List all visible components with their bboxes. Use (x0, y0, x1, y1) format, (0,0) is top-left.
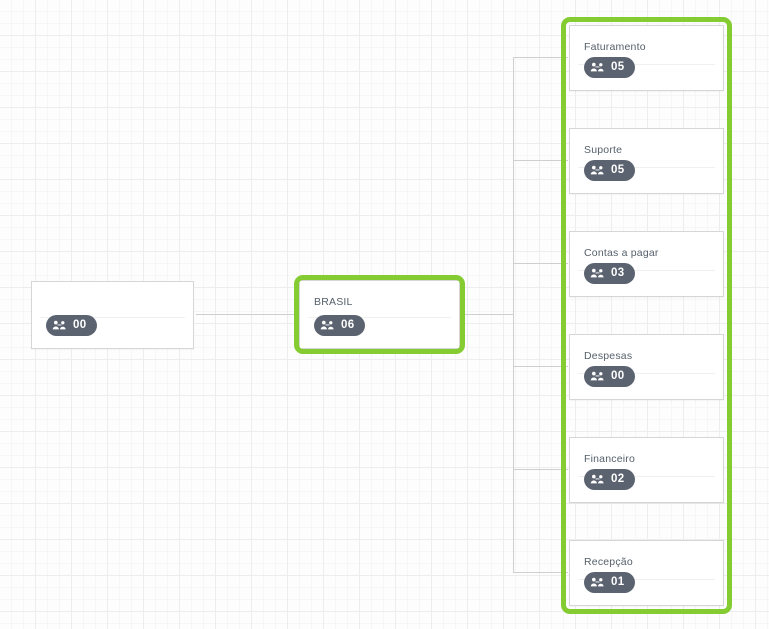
connector-branch-suporte (513, 160, 568, 161)
node-root-member-badge[interactable]: 00 (46, 315, 97, 336)
node-department-despesas[interactable]: Despesas 00 (569, 334, 724, 400)
node-department-title: Despesas (584, 350, 633, 362)
node-department-recepcao[interactable]: Recepção 01 (569, 540, 724, 606)
node-department-title: Faturamento (584, 41, 646, 53)
users-group-icon (590, 268, 604, 278)
node-department-title: Suporte (584, 144, 623, 156)
users-group-icon (590, 165, 604, 175)
node-department-faturamento[interactable]: Faturamento 05 (569, 25, 724, 91)
node-department-separator (578, 579, 715, 580)
node-department-member-badge[interactable]: 05 (584, 57, 635, 78)
node-department-title: Contas a pagar (584, 247, 659, 259)
node-department-member-badge[interactable]: 03 (584, 263, 635, 284)
node-department-separator (578, 476, 715, 477)
users-group-icon (320, 320, 334, 330)
node-country-member-badge[interactable]: 06 (314, 315, 365, 336)
node-department-member-count: 02 (611, 472, 625, 485)
users-group-icon (590, 62, 604, 72)
node-department-contas-a-pagar[interactable]: Contas a pagar 03 (569, 231, 724, 297)
users-group-icon (590, 474, 604, 484)
node-root-separator (40, 317, 185, 318)
connector-branch-contas-a-pagar (513, 263, 568, 264)
node-department-member-count: 05 (611, 60, 625, 73)
connector-root-to-country (196, 314, 294, 315)
users-group-icon (590, 577, 604, 587)
users-group-icon (52, 320, 66, 330)
node-department-member-badge[interactable]: 00 (584, 366, 635, 387)
connector-branch-despesas (513, 366, 568, 367)
node-department-member-badge[interactable]: 01 (584, 572, 635, 593)
node-department-suporte[interactable]: Suporte 05 (569, 128, 724, 194)
node-country-member-count: 06 (341, 318, 355, 331)
node-department-member-count: 01 (611, 575, 625, 588)
node-department-title: Recepção (584, 556, 633, 568)
node-department-separator (578, 167, 715, 168)
connector-branch-financeiro (513, 469, 568, 470)
node-department-separator (578, 373, 715, 374)
node-country-separator (308, 317, 451, 318)
node-department-separator (578, 270, 715, 271)
node-country-brasil[interactable]: BRASIL 06 (299, 280, 460, 349)
node-root-member-count: 00 (73, 318, 87, 331)
node-department-member-badge[interactable]: 05 (584, 160, 635, 181)
node-department-financeiro[interactable]: Financeiro 02 (569, 437, 724, 503)
connector-branch-faturamento (513, 57, 568, 58)
node-country-title: BRASIL (314, 296, 353, 308)
connector-trunk-vertical (513, 57, 514, 573)
connector-country-to-trunk (465, 314, 513, 315)
node-department-member-count: 03 (611, 266, 625, 279)
selection-frame-departments-group (561, 17, 732, 614)
users-group-icon (590, 371, 604, 381)
node-department-title: Financeiro (584, 453, 636, 465)
node-department-member-badge[interactable]: 02 (584, 469, 635, 490)
node-root[interactable]: 00 (31, 281, 194, 349)
node-department-member-count: 00 (611, 369, 625, 382)
node-department-member-count: 05 (611, 163, 625, 176)
connector-branch-recepcao (513, 572, 568, 573)
node-department-separator (578, 64, 715, 65)
